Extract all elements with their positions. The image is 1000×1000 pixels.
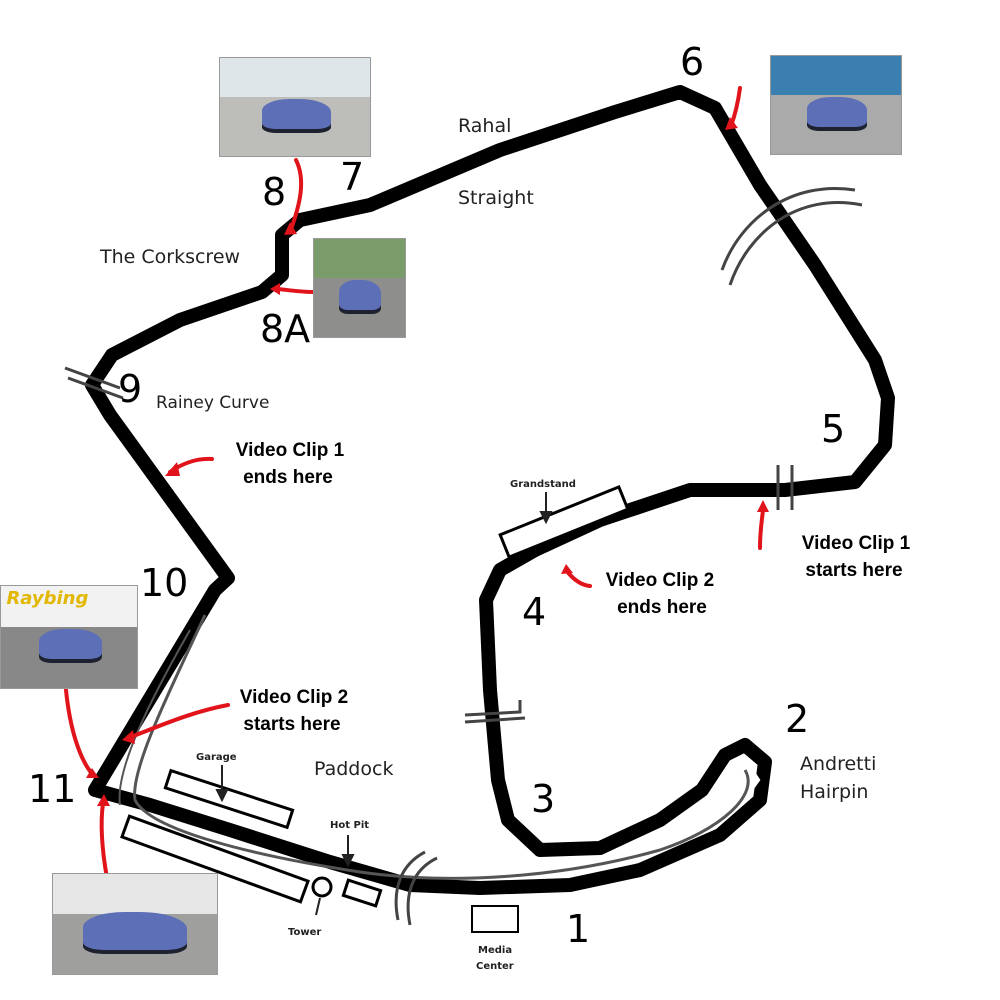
turn-7-label: 7 [340, 155, 364, 199]
center-label: Center [476, 961, 514, 972]
clip1-start-line1: Video Clip 1 [802, 533, 911, 554]
turn-9-label: 9 [118, 367, 142, 411]
turn-6-label: 6 [680, 40, 704, 84]
andretti-label: Andretti [800, 753, 876, 775]
turn-1-label: 1 [566, 907, 590, 951]
rainey-curve-label: Rainey Curve [156, 393, 269, 413]
clip2-start-line1: Video Clip 2 [240, 687, 348, 708]
grandstand-building [498, 484, 630, 560]
clip1-end-line2: ends here [243, 467, 333, 488]
car-photo-turn-7 [219, 57, 371, 157]
bridge-turn-3-4 [464, 700, 526, 724]
bridge-turn-5 [776, 465, 794, 510]
photo-brand-banner: Raybing [6, 588, 89, 610]
paddock-building [120, 814, 310, 904]
red-arrows [64, 86, 765, 880]
garage-label: Garage [196, 752, 237, 763]
tower-label: Tower [288, 927, 321, 938]
media-center-building [471, 905, 519, 933]
main-track [85, 85, 895, 895]
straight-label: Straight [458, 187, 534, 209]
clip1-start-line2: starts here [805, 560, 902, 581]
pit-lane [133, 614, 750, 880]
bridge-turn-1 [394, 850, 438, 926]
turn-8a-label: 8A [260, 307, 310, 351]
car-photo-corkscrew [313, 238, 406, 338]
garage-building [163, 768, 295, 830]
clip2-start-line2: starts here [243, 714, 340, 735]
car-photo-turn-11: Raybing [0, 585, 138, 689]
turn-8-label: 8 [262, 170, 286, 214]
turn-5-label: 5 [821, 407, 845, 451]
pit-lane-outer [118, 629, 191, 806]
turn-10-label: 10 [140, 561, 188, 605]
car-photo-front-straight [52, 873, 218, 975]
building-pointers [215, 492, 553, 916]
paddock-label: Paddock [314, 758, 393, 780]
tower-marker [311, 876, 333, 898]
turn-3-label: 3 [531, 777, 555, 821]
corkscrew-label: The Corkscrew [99, 246, 240, 268]
rahal-label: Rahal [458, 115, 511, 137]
grandstand-label: Grandstand [510, 479, 576, 490]
turn-2-label: 2 [785, 697, 809, 741]
clip2-end-line2: ends here [617, 597, 707, 618]
hairpin-label: Hairpin [800, 781, 868, 803]
turn-4-label: 4 [522, 590, 546, 634]
red-arrowheads [86, 117, 769, 806]
clip2-end-line1: Video Clip 2 [606, 570, 714, 591]
hotpit-label: Hot Pit [330, 820, 369, 831]
hotpit-building [341, 878, 383, 908]
media-label: Media [478, 945, 512, 956]
bridge-turn-9 [64, 366, 124, 400]
hairpin-inner-line [718, 756, 761, 807]
clip1-end-line1: Video Clip 1 [236, 440, 345, 461]
car-photo-turn-6 [770, 55, 902, 155]
turn-11-label: 11 [28, 767, 76, 811]
bridge-turn-5-6 [720, 187, 863, 286]
